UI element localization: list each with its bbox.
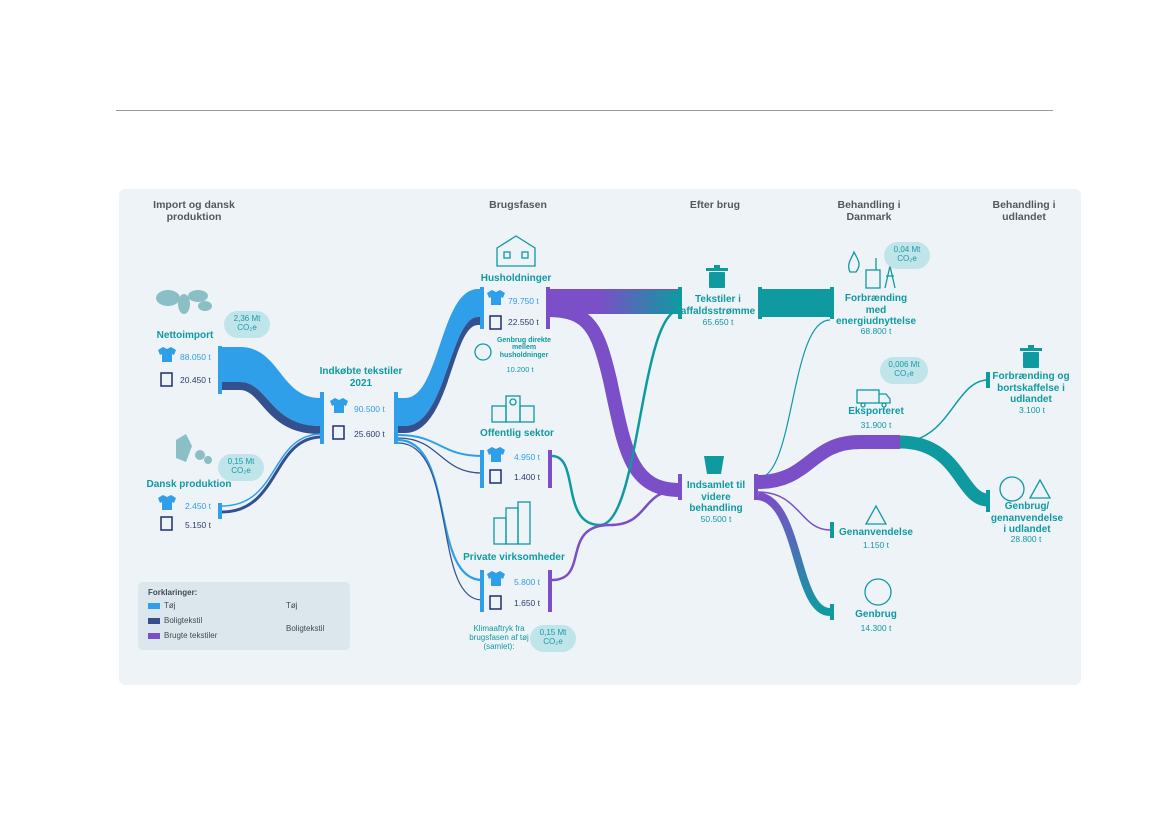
flow-nettoimport-bolig [222, 382, 324, 434]
indsamlet-label: Indsamlet til videre behandling [686, 480, 746, 514]
nettoimport-label: Nettoimport [156, 330, 214, 341]
legend-swatch-toj [148, 603, 160, 609]
recycle-bin-icon [704, 456, 724, 474]
private-bolig: 1.650 t [514, 598, 540, 608]
trash-icon-abroad [1020, 345, 1042, 368]
legend-item-toj: Tøj [164, 601, 176, 610]
legend-title: Forklaringer: [148, 588, 198, 597]
hus-label: Husholdninger [480, 273, 552, 284]
co2-cloud-dansk: 0,15 Mt CO₂e [218, 454, 264, 481]
klima-label: Klimaaftryk fra brugsfasen af tøj (samle… [469, 624, 529, 652]
nettoimport-toj: 88.050 t [180, 352, 211, 362]
hus-bolig: 22.550 t [508, 317, 539, 327]
affald-value: 65.650 t [702, 317, 734, 327]
public-building-icon [491, 395, 535, 423]
genbrug-udland-icon [999, 476, 1025, 502]
genbrug-udland-value: 28.800 t [1010, 534, 1042, 544]
indkobte-bolig: 25.600 t [354, 429, 385, 439]
private-toj: 5.800 t [514, 577, 540, 587]
flow-affald-forbraending [760, 289, 830, 317]
flow-indsamlet-genanvendelse [757, 491, 831, 531]
genbrug-direkte-icon [474, 343, 492, 361]
bortskaffelse-label: Forbrænding og bortskaffelse i udlandet [992, 371, 1070, 405]
flow-indsamlet-forbraending [757, 319, 831, 479]
node-bars [218, 287, 990, 620]
bortskaffelse-value: 3.100 t [1019, 405, 1045, 415]
genbrug-udland-label: Genbrug/ genanvendelse i udlandet [990, 501, 1064, 535]
genanvendelse-label: Genanvendelse [839, 527, 913, 538]
header-import: Import og dansk produktion [153, 199, 235, 224]
flow-hus-affald [548, 289, 680, 314]
hus-toj: 79.750 t [508, 296, 539, 306]
header-dk: Behandling i Danmark [837, 199, 901, 224]
legend-icon-toj: Tøj [286, 601, 298, 610]
indsamlet-value: 50.500 t [700, 514, 732, 524]
flow-nettoimport-toj [222, 347, 324, 426]
nettoimport-bolig: 20.450 t [180, 375, 211, 385]
header-abroad: Behandling i udlandet [992, 199, 1056, 224]
flow-offentlig-private [551, 308, 681, 582]
co2-cloud-nettoimport: 2,36 Mt CO₂e [224, 311, 270, 338]
flow-to-private [397, 438, 483, 601]
legend-item-bolig: Boligtekstil [164, 616, 203, 625]
house-icon [496, 235, 536, 267]
legend-item-brugte: Brugte tekstiler [164, 631, 218, 640]
flow-to-husholdninger [398, 289, 482, 433]
dansk-label: Dansk produktion [146, 479, 232, 490]
legend-swatch-bolig [148, 618, 160, 624]
indkobte-label: Indkøbte tekstiler 2021 [319, 366, 403, 389]
flow-to-offentlig [397, 434, 483, 474]
recycle-icon [864, 478, 1052, 525]
offentlig-label: Offentlig sektor [480, 428, 554, 439]
truck-icon [856, 389, 891, 408]
denmark-map-icon [176, 434, 212, 464]
forbraending-value: 68.800 t [860, 326, 892, 336]
genbrug-direkte-label: Genbrug direkte mellem husholdninger [496, 337, 552, 359]
genbrug-icon [864, 578, 892, 606]
genbrug-value: 14.300 t [860, 623, 892, 633]
flow-dansk [221, 433, 323, 514]
world-map-icon [156, 290, 212, 314]
genanvendelse-value: 1.150 t [863, 540, 889, 550]
genbrug-direkte-value: 10.200 t [506, 365, 534, 374]
eksporteret-label: Eksporteret [848, 406, 904, 417]
indkobte-toj: 90.500 t [354, 404, 385, 414]
genbrug-label: Genbrug [855, 609, 897, 620]
co2-cloud-eksporteret: 0,006 Mt CO₂e [880, 357, 928, 384]
trash-icon [706, 265, 728, 288]
flow-indsamlet-genbrug [756, 492, 831, 616]
offentlig-toj: 4.950 t [514, 452, 540, 462]
co2-cloud-forbraending: 0,04 Mt CO₂e [884, 242, 930, 269]
eksporteret-value: 31.900 t [860, 420, 892, 430]
co2-cloud-klima: 0,15 Mt CO₂e [530, 625, 576, 652]
legend: Forklaringer: Tøj Boligtekstil Brugte te… [138, 582, 350, 650]
header-after: Efter brug [689, 199, 741, 211]
dansk-bolig: 5.150 t [185, 520, 211, 530]
offentlig-bolig: 1.400 t [514, 472, 540, 482]
private-label: Private virksomheder [463, 552, 565, 563]
flow-hus-indsamlet [547, 303, 681, 497]
affald-label: Tekstiler i affaldsstrømme [680, 294, 756, 317]
office-buildings-icon [493, 501, 531, 545]
top-rule [116, 110, 1053, 111]
header-use: Brugsfasen [489, 199, 547, 211]
forbraending-label: Forbrænding med energiudnyttelse [836, 293, 917, 327]
flow-indsamlet-eksporteret [757, 379, 989, 507]
dansk-toj: 2.450 t [185, 501, 211, 511]
legend-swatch-brugte [148, 633, 160, 639]
legend-icon-bolig: Boligtekstil [286, 624, 325, 633]
